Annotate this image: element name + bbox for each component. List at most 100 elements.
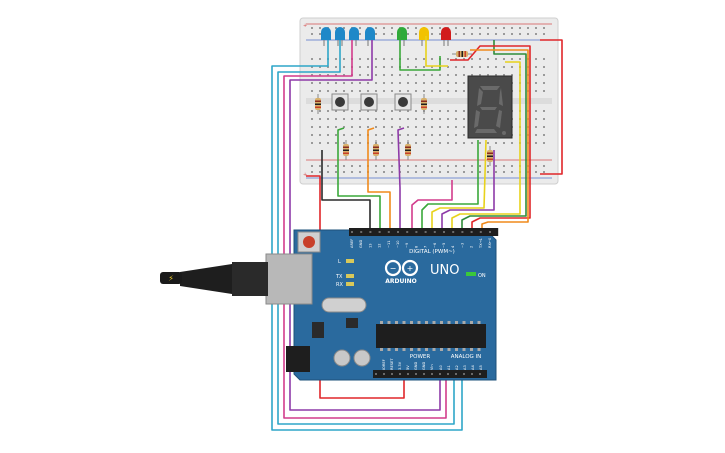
pin-label: 7 bbox=[424, 246, 428, 248]
wire-led-green bbox=[399, 30, 441, 71]
pin-label: ~9 bbox=[405, 242, 409, 248]
wire-seg-b bbox=[421, 140, 479, 228]
analog-header bbox=[437, 370, 487, 378]
rail-plus-label-bottom: + bbox=[303, 172, 307, 178]
crystal bbox=[321, 297, 367, 313]
push-button-3 bbox=[394, 93, 412, 111]
reset-button bbox=[297, 231, 321, 253]
power-pin-labels: IOREF RESET 3.3V 5V GND GND Vin bbox=[382, 358, 434, 370]
rx-label: RX bbox=[336, 282, 343, 288]
power-header-label: POWER bbox=[410, 354, 431, 360]
pin-label: ~11 bbox=[387, 240, 391, 248]
pin-label: 13 bbox=[368, 243, 372, 248]
analog-pin-labels: A0 A1 A2 A3 A4 A5 bbox=[439, 365, 483, 370]
wire-a0-cyan bbox=[271, 40, 463, 431]
capacitor-2 bbox=[353, 349, 371, 367]
pin-label: TX→1 bbox=[479, 238, 483, 249]
resistor-5 bbox=[405, 140, 411, 160]
pin-label: A3 bbox=[463, 365, 467, 370]
pin-label: A4 bbox=[471, 365, 475, 370]
usb-bolt-icon: ⚡ bbox=[168, 274, 174, 283]
power-led bbox=[466, 272, 476, 276]
arduino-logo: − + bbox=[384, 259, 419, 277]
pin-label: 2 bbox=[470, 246, 474, 248]
wire-seg-a bbox=[411, 180, 453, 228]
resistors bbox=[315, 51, 493, 166]
wire-a3-purple bbox=[289, 40, 441, 411]
digital-header bbox=[349, 228, 499, 236]
wire-gnd-black bbox=[321, 150, 371, 228]
wire-seg-c bbox=[431, 139, 487, 228]
seven-segment-display bbox=[467, 75, 513, 139]
tx-label: TX bbox=[335, 274, 343, 280]
wire-purple bbox=[397, 127, 405, 228]
board-model: UNO bbox=[430, 263, 459, 278]
atmega-chip bbox=[376, 321, 486, 351]
wire-5v-red bbox=[306, 175, 405, 399]
small-chip bbox=[346, 318, 358, 328]
led-rx bbox=[346, 282, 354, 286]
pin-label: A0 bbox=[439, 365, 443, 370]
pin-label: 8 bbox=[414, 245, 418, 248]
led-tx bbox=[346, 274, 354, 278]
on-label: ON bbox=[478, 273, 486, 279]
analog-header-label: ANALOG IN bbox=[451, 354, 482, 360]
resistor-7 bbox=[452, 51, 472, 57]
wire-led-yellow bbox=[425, 36, 448, 67]
pin-label: ~6 bbox=[433, 242, 437, 248]
rail-plus-label: + bbox=[303, 23, 307, 29]
pin-label: RX←0 bbox=[488, 237, 492, 248]
resistor-1 bbox=[315, 94, 321, 114]
pin-label: IOREF bbox=[382, 359, 386, 370]
capacitor-1 bbox=[333, 349, 351, 367]
pin-label: 3.3V bbox=[398, 361, 402, 370]
pin-label: Vin bbox=[430, 364, 434, 370]
push-button-2 bbox=[360, 93, 378, 111]
wire-rail-right-red bbox=[540, 39, 563, 175]
pin-label: ~3 bbox=[460, 243, 464, 248]
power-header bbox=[373, 370, 439, 378]
pin-label: 4 bbox=[451, 245, 455, 248]
plus-icon: + bbox=[407, 264, 414, 273]
pin-label: A1 bbox=[447, 365, 451, 370]
pin-label: A5 bbox=[479, 365, 483, 370]
pin-label: GND bbox=[359, 240, 363, 248]
push-button-1 bbox=[331, 93, 349, 111]
pin-label: ~5 bbox=[442, 243, 446, 248]
digital-header-label: DIGITAL (PWM~) bbox=[409, 249, 455, 255]
resistor-6 bbox=[487, 146, 493, 166]
pin-label: 5V bbox=[406, 365, 410, 370]
led-2 bbox=[335, 27, 345, 46]
resistor-3 bbox=[343, 140, 349, 160]
usb-connector: ⚡ bbox=[160, 253, 313, 305]
wire-a1-blue bbox=[277, 40, 455, 425]
wire-seg-f bbox=[461, 40, 527, 228]
wire-seg-e bbox=[451, 61, 521, 228]
pin-label: GND bbox=[414, 362, 418, 370]
resistor-2 bbox=[421, 94, 427, 114]
dc-jack bbox=[286, 346, 310, 372]
led-7 bbox=[441, 27, 451, 46]
minus-icon: − bbox=[390, 264, 397, 273]
led-l bbox=[346, 259, 354, 263]
pin-label: GND bbox=[422, 362, 426, 370]
arduino-brand: ARDUINO bbox=[385, 278, 416, 285]
pin-label: 12 bbox=[378, 243, 382, 248]
segments bbox=[474, 86, 506, 135]
led-l-label: L bbox=[338, 259, 341, 265]
push-buttons bbox=[331, 93, 412, 111]
wire-seg-g bbox=[450, 45, 531, 228]
pin-label: AREF bbox=[350, 239, 354, 248]
digital-pin-labels: AREF GND 13 12 ~11 ~10 ~9 8 7 ~6 ~5 4 ~3 2 TX→1 RX←0 bbox=[350, 237, 492, 249]
wire-led-orange bbox=[470, 49, 529, 228]
pin-label: RESET bbox=[390, 358, 394, 370]
wire-orange bbox=[367, 127, 391, 228]
arduino-uno-board: ⚡ DIGITAL (PWM~) AREF GND 13 12 ~11 ~10 ~9 8 7 ~6… bbox=[160, 228, 499, 381]
wire-seg-d bbox=[441, 150, 495, 228]
pin-label: ~10 bbox=[396, 240, 400, 248]
pin-label: A2 bbox=[455, 365, 459, 370]
wires bbox=[271, 30, 563, 431]
regulator bbox=[312, 322, 324, 338]
wire-green bbox=[337, 127, 381, 228]
